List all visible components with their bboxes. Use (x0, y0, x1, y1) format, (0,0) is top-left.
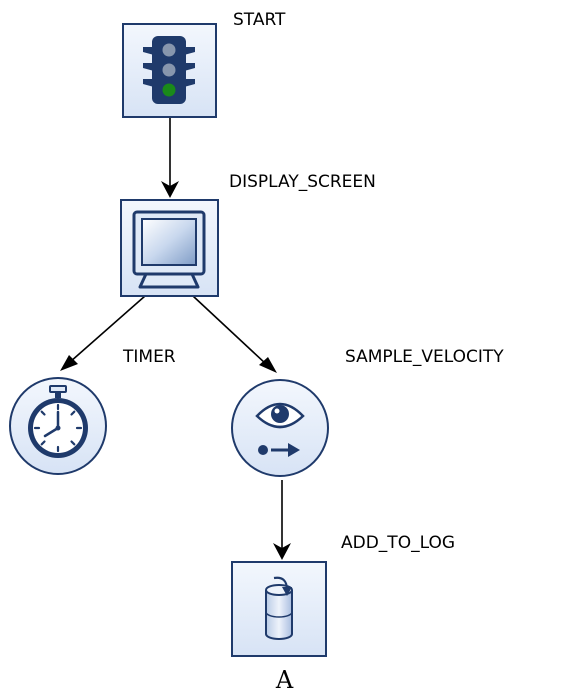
node-sample-velocity[interactable] (231, 379, 329, 477)
node-label-start: START (233, 10, 286, 30)
edge-start-to-display-screen (161, 117, 179, 198)
node-label-timer: TIMER (123, 347, 176, 367)
database-cylinder-icon (265, 576, 293, 640)
edge-display-screen-to-sample-velocity (192, 295, 277, 373)
edge-display-screen-to-timer (60, 295, 146, 371)
monitor-icon (132, 210, 206, 289)
node-label-sample-velocity: SAMPLE_VELOCITY (345, 347, 504, 367)
node-label-display-screen: DISPLAY_SCREEN (229, 172, 376, 192)
node-start[interactable] (122, 23, 217, 118)
edge-sample-velocity-to-add-to-log (273, 480, 291, 560)
eye-arrow-icon (255, 402, 305, 457)
stopwatch-icon (28, 385, 88, 458)
node-add-to-log[interactable] (231, 561, 327, 657)
node-timer[interactable] (9, 377, 107, 475)
traffic-light-icon (143, 36, 195, 104)
node-label-add-to-log: ADD_TO_LOG (341, 533, 455, 553)
figure-caption: A (275, 666, 294, 694)
node-display-screen[interactable] (120, 199, 219, 297)
